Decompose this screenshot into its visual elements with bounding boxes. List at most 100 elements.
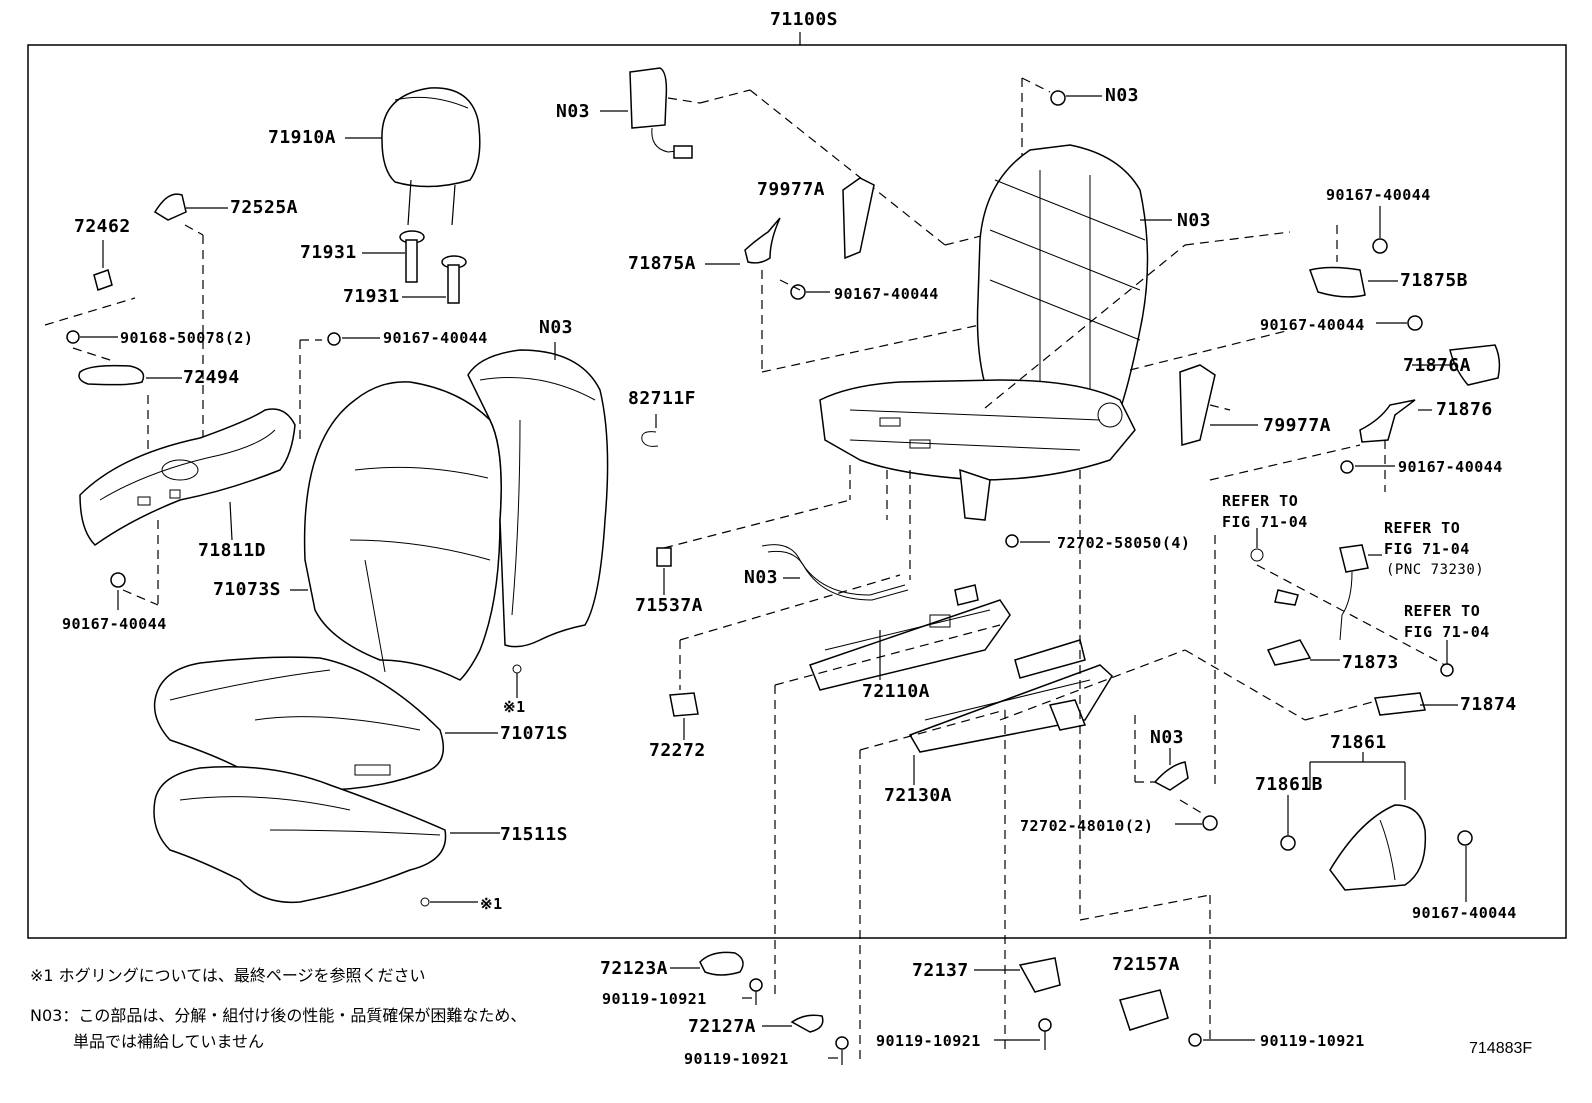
label-n03-wire: N03 xyxy=(744,567,779,588)
label-71873: 71873 xyxy=(1342,652,1399,673)
label-refer-3b: FIG 71-04 xyxy=(1404,623,1490,641)
label-79977A-top: 79977A xyxy=(757,179,826,200)
assembly-number: 71100S xyxy=(770,9,839,30)
clip-71537A xyxy=(656,547,672,567)
label-71875A: 71875A xyxy=(628,253,697,274)
label-90167-right-top: 90167-40044 xyxy=(1326,186,1431,204)
label-72525A: 72525A xyxy=(230,197,299,218)
cover-71876A xyxy=(1449,344,1501,386)
label-72137: 72137 xyxy=(912,960,969,981)
label-refer-2c: (PNC 73230) xyxy=(1386,562,1485,578)
label-71537A: 71537A xyxy=(635,595,704,616)
label-90168-50078: 90168-50078(2) xyxy=(120,329,254,347)
label-72157A: 72157A xyxy=(1112,954,1181,975)
label-90119-b: 90119-10921 xyxy=(684,1050,789,1068)
clip-72272 xyxy=(669,692,699,717)
note-n03-line2: 単品では補給していません xyxy=(73,1032,265,1051)
seat-rail-outer-drawing xyxy=(908,639,1113,753)
cover-72127A xyxy=(790,1014,824,1033)
label-71073S: 71073S xyxy=(213,579,282,600)
bracket-71875B xyxy=(1309,266,1366,298)
note-hog-ring: ※1 ホグリングについては、最終ページを参照ください xyxy=(30,966,426,985)
label-refer-3a: REFER TO xyxy=(1404,602,1481,620)
label-72462: 72462 xyxy=(74,216,131,237)
clip-82711F xyxy=(641,431,659,447)
label-90119-d: 90119-10921 xyxy=(1260,1032,1365,1050)
note-n03-line1: N03：この部品は、分解・組付け後の性能・品質確保が困難なため、 xyxy=(30,1006,527,1025)
bracket-n03-lower xyxy=(1153,761,1189,791)
back-cover-drawing xyxy=(467,342,609,648)
label-72130A: 72130A xyxy=(884,785,953,806)
label-71875B: 71875B xyxy=(1400,270,1469,291)
headrest-drawing xyxy=(345,87,481,226)
label-71910A: 71910A xyxy=(268,127,337,148)
label-72110A: 72110A xyxy=(862,681,931,702)
label-79977A-right: 79977A xyxy=(1263,415,1332,436)
label-72127A: 72127A xyxy=(688,1016,757,1037)
figure-number: 714883F xyxy=(1469,1040,1533,1057)
label-90119-a: 90119-10921 xyxy=(602,990,707,1008)
bracket-71875A xyxy=(744,217,781,264)
seat-pad-drawing xyxy=(153,766,500,904)
label-71874: 71874 xyxy=(1460,694,1517,715)
hog-ring-1 xyxy=(512,664,522,674)
airbag-module-drawing xyxy=(600,67,693,159)
label-90167-right-bottom: 90167-40044 xyxy=(1412,904,1517,922)
label-n03-bracket: N03 xyxy=(1150,727,1185,748)
label-refer-1b: FIG 71-04 xyxy=(1222,513,1308,531)
label-n03-airbag: N03 xyxy=(556,101,591,122)
label-90167-right-3: 90167-40044 xyxy=(1398,458,1503,476)
label-71861B: 71861B xyxy=(1255,774,1324,795)
cap-72462 xyxy=(93,269,113,291)
label-mark-1-b: ※1 xyxy=(480,895,503,913)
bracket-71876 xyxy=(1359,399,1416,443)
label-71931-b: 71931 xyxy=(343,286,400,307)
seat-frame-drawing xyxy=(819,144,1172,521)
label-refer-2b: FIG 71-04 xyxy=(1384,540,1470,558)
trim-strip-top xyxy=(842,177,875,260)
cap-72123A xyxy=(699,951,744,976)
label-71876: 71876 xyxy=(1436,399,1493,420)
label-72702-58050: 72702-58050(4) xyxy=(1057,534,1191,552)
side-shield-drawing xyxy=(79,408,296,546)
cover-72137 xyxy=(1018,957,1061,993)
label-71931-a: 71931 xyxy=(300,242,357,263)
lever-72494 xyxy=(78,364,145,386)
label-refer-2a: REFER TO xyxy=(1384,519,1461,537)
label-90167-left-bottom: 90167-40044 xyxy=(62,615,167,633)
label-90167-right-2: 90167-40044 xyxy=(1260,316,1365,334)
seat-rail-inner-drawing xyxy=(809,584,1011,691)
label-82711F: 82711F xyxy=(628,388,697,409)
assembly-frame xyxy=(27,44,1567,939)
label-71071S: 71071S xyxy=(500,723,569,744)
label-refer-1a: REFER TO xyxy=(1222,492,1299,510)
label-72123A: 72123A xyxy=(600,958,669,979)
trim-strip-right xyxy=(1179,364,1216,446)
label-mark-1-a: ※1 xyxy=(503,698,526,716)
clip-72525A xyxy=(153,193,187,221)
headrest-guides-drawing xyxy=(362,230,467,304)
label-71511S: 71511S xyxy=(500,824,569,845)
label-71811D: 71811D xyxy=(198,540,267,561)
part-71873 xyxy=(1266,639,1312,666)
label-n03-nut: N03 xyxy=(1105,85,1140,106)
label-90167-mid: 90167-40044 xyxy=(834,285,939,303)
side-cover-71861-drawing xyxy=(1329,804,1427,891)
label-72494: 72494 xyxy=(183,367,240,388)
label-n03-cover: N03 xyxy=(539,317,574,338)
label-72272: 72272 xyxy=(649,740,706,761)
cover-72157A xyxy=(1119,989,1169,1031)
label-71861: 71861 xyxy=(1330,732,1387,753)
seat-cushion-drawing xyxy=(153,656,498,791)
label-90167-left-top: 90167-40044 xyxy=(383,329,488,347)
label-72702-48010: 72702-48010(2) xyxy=(1020,817,1154,835)
label-90119-c: 90119-10921 xyxy=(876,1032,981,1050)
label-71876A: 71876A xyxy=(1403,355,1472,376)
seat-belt-buckle-drawing xyxy=(1274,544,1382,641)
part-71874 xyxy=(1374,692,1426,716)
seatback-cover-drawing xyxy=(290,381,502,681)
label-n03-frame: N03 xyxy=(1177,210,1212,231)
hog-ring-2 xyxy=(420,897,430,907)
